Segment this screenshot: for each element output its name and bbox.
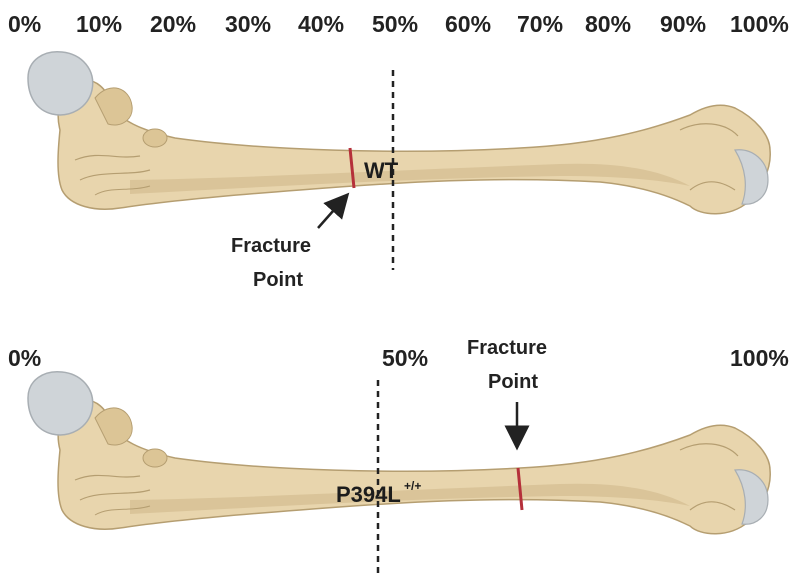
top-scale: 0% 10% 20% 30% 40% 50% 60% 70% 80% 90% 1… xyxy=(8,11,789,37)
bottom-scale-label-0: 0% xyxy=(8,345,41,371)
top-scale-label-90: 90% xyxy=(660,11,706,37)
p394l-fracture-label-line1: Fracture xyxy=(467,337,547,359)
wt-bone-label: WT xyxy=(364,158,399,183)
top-scale-label-70: 70% xyxy=(517,11,563,37)
top-scale-label-0: 0% xyxy=(8,11,41,37)
top-scale-label-40: 40% xyxy=(298,11,344,37)
top-scale-label-60: 60% xyxy=(445,11,491,37)
top-scale-label-30: 30% xyxy=(225,11,271,37)
bottom-scale: 0% 50% 100% xyxy=(8,345,789,371)
bottom-scale-label-50: 50% xyxy=(382,345,428,371)
top-scale-label-50: 50% xyxy=(372,11,418,37)
bottom-panel: 0% 50% 100% Fracture Point P394L +/+ xyxy=(8,337,789,575)
top-scale-label-100: 100% xyxy=(730,11,789,37)
p394l-femur xyxy=(28,372,770,534)
bottom-scale-label-100: 100% xyxy=(730,345,789,371)
top-scale-label-80: 80% xyxy=(585,11,631,37)
p394l-fracture-label-line2: Point xyxy=(488,371,538,393)
top-scale-label-10: 10% xyxy=(76,11,122,37)
wt-fracture-label-line2: Point xyxy=(253,269,303,291)
p394l-bone-label: P394L xyxy=(336,482,401,507)
wt-fracture-label-line1: Fracture xyxy=(231,235,311,257)
wt-femur xyxy=(28,52,770,214)
p394l-bone-label-superscript: +/+ xyxy=(404,479,421,493)
top-scale-label-20: 20% xyxy=(150,11,196,37)
wt-fracture-arrow xyxy=(318,202,341,228)
top-panel: 0% 10% 20% 30% 40% 50% 60% 70% 80% 90% 1… xyxy=(8,11,789,291)
